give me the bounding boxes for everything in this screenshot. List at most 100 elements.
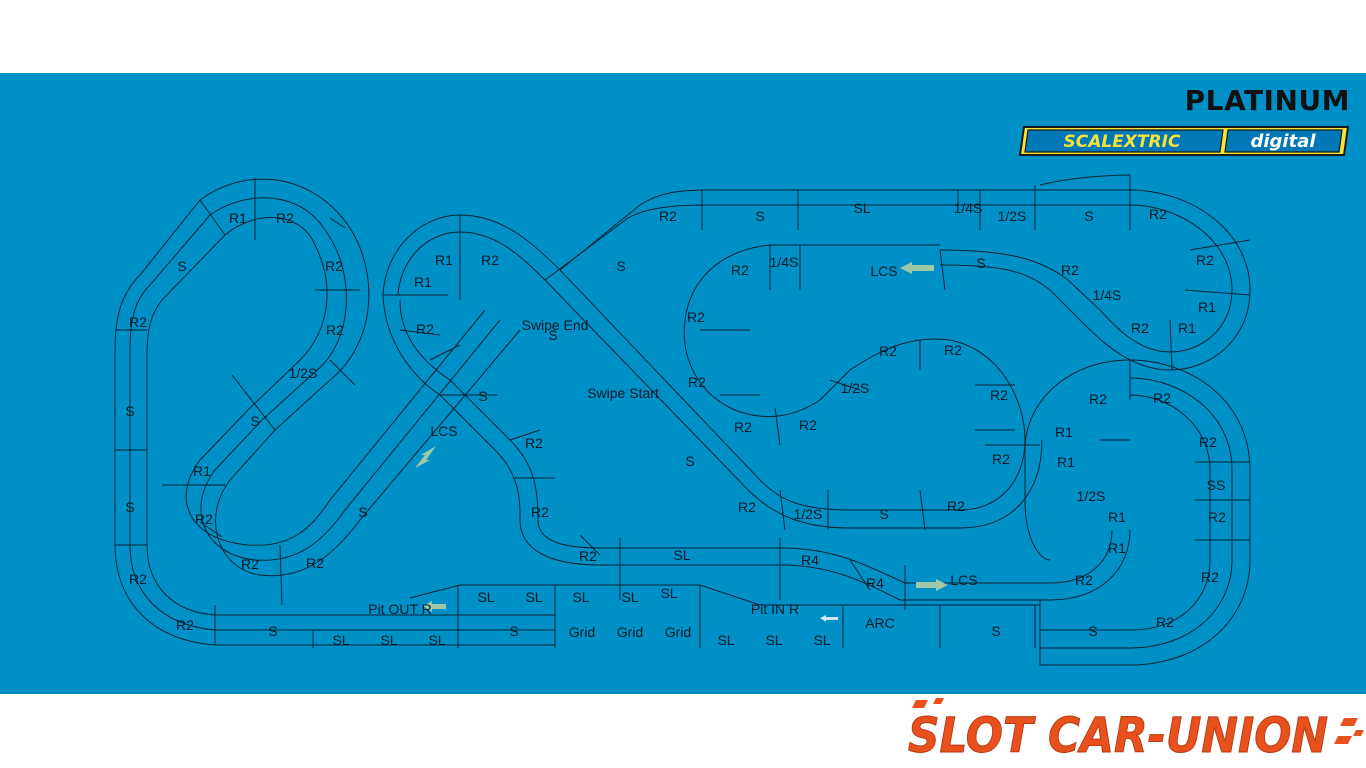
label: R2 <box>306 555 324 571</box>
label: S <box>991 623 1000 639</box>
label: S <box>250 413 259 429</box>
arrow-icon-pit-in <box>820 615 838 622</box>
label: SL <box>380 632 397 648</box>
label: S <box>616 258 625 274</box>
track-centre-lower-inner <box>399 299 1113 584</box>
label: LCS <box>870 263 897 279</box>
label: Pit OUT R <box>368 601 432 617</box>
label: S <box>879 506 888 522</box>
label: Grid <box>569 624 595 640</box>
label: S <box>125 499 134 515</box>
track-right-loop-inner <box>1040 394 1211 631</box>
label: R2 <box>688 374 706 390</box>
arrow-icon-pit-out <box>423 601 446 612</box>
label: R2 <box>1196 252 1214 268</box>
track-centre-eight <box>382 214 1026 511</box>
label: R1 <box>435 252 453 268</box>
footer-logo-text: SLOT CAR-UNION <box>908 708 1328 764</box>
arrow-icon-lcs-c <box>916 579 948 591</box>
label: R2 <box>525 435 543 451</box>
label: R2 <box>276 210 294 226</box>
label: SL <box>572 589 589 605</box>
label: R2 <box>687 309 705 325</box>
label: LCS <box>950 572 977 588</box>
label: SL <box>428 632 445 648</box>
label: R2 <box>1061 262 1079 278</box>
label: R2 <box>1199 434 1217 450</box>
label: SL <box>477 589 494 605</box>
label: S <box>976 255 985 271</box>
label: R2 <box>1156 614 1174 630</box>
label: R2 <box>944 342 962 358</box>
label: R2 <box>579 548 597 564</box>
track-labels: R1 R2 S R2 R2 R2 1/2S S S S R1 R2 R2 R2 … <box>125 200 1226 648</box>
logo-speed-stripes <box>912 698 1364 744</box>
label: S <box>509 623 518 639</box>
label: 1/2S <box>1077 488 1106 504</box>
label: R4 <box>866 575 884 591</box>
label: S <box>755 208 764 224</box>
brand-title: PLATINUM <box>1184 84 1350 117</box>
label: Swipe Start <box>587 385 659 401</box>
track-top-hairpin-inner <box>544 204 1233 353</box>
track-pit-lane <box>409 584 1040 606</box>
track-outer-left <box>114 199 555 646</box>
label: SL <box>673 547 690 563</box>
label: R4 <box>801 552 819 568</box>
label: SL <box>853 200 870 216</box>
label: SL <box>765 632 782 648</box>
track-outer-left-inner <box>146 234 555 616</box>
label: R2 <box>325 258 343 274</box>
scalextric-digital-logo: SCALEXTRIC digital <box>1018 126 1350 156</box>
label: R2 <box>326 322 344 338</box>
label: Pit IN R <box>751 601 799 617</box>
label: R1 <box>229 210 247 226</box>
arrow-icon-lcs-a <box>415 446 436 468</box>
label: S <box>1088 623 1097 639</box>
track-right-loop-outer <box>1039 359 1251 666</box>
label: R1 <box>1108 509 1126 525</box>
label: R2 <box>195 511 213 527</box>
label: 1/2S <box>794 506 823 522</box>
label: Grid <box>617 624 643 640</box>
label: R2 <box>1075 572 1093 588</box>
label: 1/2S <box>289 365 318 381</box>
arrow-icon-lcs-b <box>900 262 934 274</box>
track-left-loop-mid <box>200 197 501 561</box>
label: 1/2S <box>998 208 1027 224</box>
track-top-hairpin <box>559 189 1251 371</box>
label: SL <box>621 589 638 605</box>
track-left-loop-inner <box>185 216 486 546</box>
label: S <box>358 504 367 520</box>
track-dividers-centre <box>383 215 906 610</box>
label: 1/4S <box>954 200 983 216</box>
label: S <box>1084 208 1093 224</box>
label: R2 <box>990 387 1008 403</box>
label: Grid <box>665 624 691 640</box>
label: R1 <box>1057 454 1075 470</box>
logo-text-suffix: digital <box>1250 131 1316 152</box>
label: R2 <box>531 504 549 520</box>
track-panel <box>0 73 1366 694</box>
label: SS <box>1207 477 1226 493</box>
track-outer-left-mid <box>129 214 555 631</box>
label: R2 <box>416 321 434 337</box>
label: 1/2S <box>841 380 870 396</box>
label: R2 <box>1149 206 1167 222</box>
label: S <box>685 453 694 469</box>
label: R1 <box>1108 540 1126 556</box>
label: R2 <box>992 451 1010 467</box>
label: R2 <box>879 343 897 359</box>
label: R1 <box>414 274 432 290</box>
label: R2 <box>659 208 677 224</box>
label: R2 <box>738 499 756 515</box>
direction-arrows <box>415 262 948 622</box>
track-dividers-mid <box>700 245 1040 531</box>
track-right-loop-mid <box>1040 377 1233 649</box>
track-centre-lower <box>382 294 1131 601</box>
track-lines <box>114 174 1251 666</box>
label: S <box>177 258 186 274</box>
label: 1/4S <box>1093 287 1122 303</box>
label: S <box>478 388 487 404</box>
